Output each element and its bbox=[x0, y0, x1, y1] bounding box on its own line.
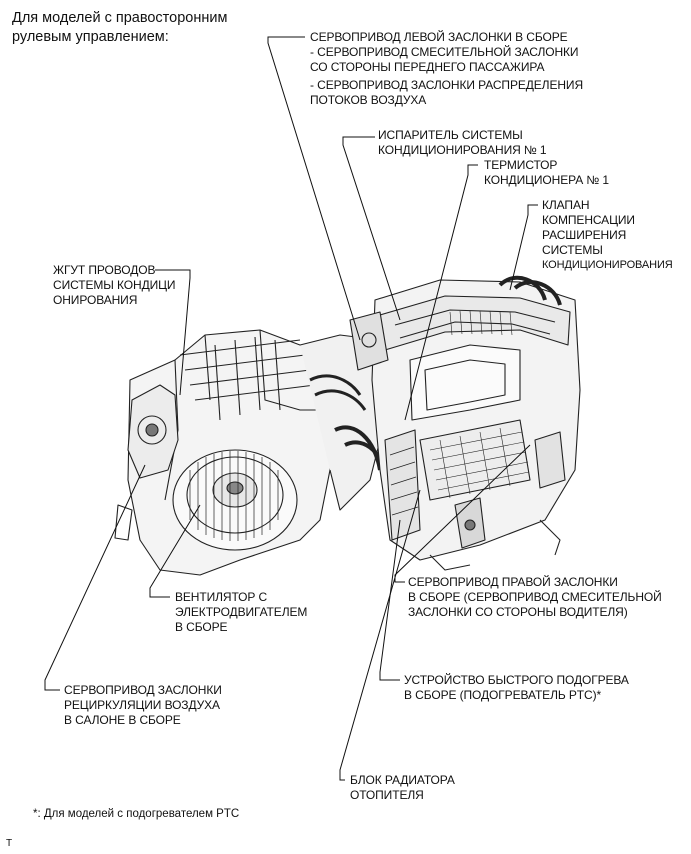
label-thermistor: ТЕРМИСТОР КОНДИЦИОНЕРА № 1 bbox=[484, 158, 609, 188]
label-line: СЕРВОПРИВОД ЗАСЛОНКИ bbox=[64, 683, 222, 697]
label-line: - СЕРВОПРИВОД СМЕСИТЕЛЬНОЙ ЗАСЛОНКИ bbox=[310, 45, 579, 59]
label-line: КОНДИЦИОНЕРА № 1 bbox=[484, 173, 609, 187]
label-line: КОНДИЦИОНИРОВАНИЯ bbox=[542, 259, 673, 271]
label-line: КОМПЕНСАЦИИ bbox=[542, 213, 635, 227]
label-line: СО СТОРОНЫ ПЕРЕДНЕГО ПАССАЖИРА bbox=[310, 60, 545, 74]
label-blower-motor: ВЕНТИЛЯТОР С ЭЛЕКТРОДВИГАТЕЛЕМ В СБОРЕ bbox=[175, 590, 307, 635]
label-line: ВЕНТИЛЯТОР С bbox=[175, 590, 268, 604]
label-line: РАСШИРЕНИЯ bbox=[542, 228, 627, 242]
label-line: ЭЛЕКТРОДВИГАТЕЛЕМ bbox=[175, 605, 308, 619]
label-evaporator: ИСПАРИТЕЛЬ СИСТЕМЫ КОНДИЦИОНИРОВАНИЯ № 1 bbox=[378, 128, 547, 158]
label-line: ОНИРОВАНИЯ bbox=[53, 293, 138, 307]
left-damper-servo-shape bbox=[349, 311, 389, 371]
label-line: СЕРВОПРИВОД ПРАВОЙ ЗАСЛОНКИ bbox=[408, 575, 618, 589]
diagram-header: Для моделей с правосторонним рулевым упр… bbox=[12, 9, 227, 47]
label-right-damper-servo: СЕРВОПРИВОД ПРАВОЙ ЗАСЛОНКИ В СБОРЕ (СЕР… bbox=[408, 575, 662, 620]
header-line-2: рулевым управлением: bbox=[12, 29, 169, 45]
leader-lines bbox=[44, 36, 538, 781]
label-line: ОТОПИТЕЛЯ bbox=[350, 788, 424, 802]
corner-mark: T bbox=[6, 838, 13, 849]
label-recirc-servo: СЕРВОПРИВОД ЗАСЛОНКИ РЕЦИРКУЛЯЦИИ ВОЗДУХ… bbox=[64, 683, 222, 728]
label-line: - СЕРВОПРИВОД ЗАСЛОНКИ РАСПРЕДЕЛЕНИЯ bbox=[310, 78, 584, 92]
footnote: *: Для моделей с подогревателем PTC bbox=[33, 808, 240, 820]
label-line: РЕЦИРКУЛЯЦИИ ВОЗДУХА bbox=[64, 698, 220, 712]
label-line: СИСТЕМЫ КОНДИЦИ bbox=[53, 278, 176, 292]
header-line-1: Для моделей с правосторонним bbox=[12, 10, 228, 26]
label-line: УСТРОЙСТВО БЫСТРОГО ПОДОГРЕВА bbox=[404, 673, 629, 687]
heater-evaporator-case bbox=[371, 275, 581, 571]
label-line: ЗАСЛОНКИ СО СТОРОНЫ ВОДИТЕЛЯ) bbox=[408, 605, 628, 619]
label-line: СЕРВОПРИВОД ЛЕВОЙ ЗАСЛОНКИ В СБОРЕ bbox=[310, 30, 568, 44]
label-line: СИСТЕМЫ bbox=[542, 243, 603, 257]
label-line: БЛОК РАДИАТОРА bbox=[350, 773, 455, 787]
label-heater-core: БЛОК РАДИАТОРА ОТОПИТЕЛЯ bbox=[350, 773, 455, 803]
label-ptc-heater: УСТРОЙСТВО БЫСТРОГО ПОДОГРЕВА В СБОРЕ (П… bbox=[404, 673, 629, 703]
blower-fan bbox=[172, 449, 298, 551]
label-line: ЖГУТ ПРОВОДОВ bbox=[53, 263, 156, 277]
recirc-servo-shape bbox=[114, 384, 179, 541]
label-line: ИСПАРИТЕЛЬ СИСТЕМЫ bbox=[378, 128, 523, 142]
label-line: В СБОРЕ (ПОДОГРЕВАТЕЛЬ PTC)* bbox=[404, 688, 602, 702]
label-line: В СБОРЕ (СЕРВОПРИВОД СМЕСИТЕЛЬНОЙ bbox=[408, 590, 662, 604]
label-line: КЛАПАН bbox=[542, 198, 590, 212]
label-expansion-valve: КЛАПАН КОМПЕНСАЦИИ РАСШИРЕНИЯ СИСТЕМЫ КО… bbox=[542, 198, 673, 273]
label-line: КОНДИЦИОНИРОВАНИЯ № 1 bbox=[378, 143, 547, 157]
label-left-damper-servo: СЕРВОПРИВОД ЛЕВОЙ ЗАСЛОНКИ В СБОРЕ - СЕР… bbox=[310, 30, 583, 108]
label-line: В САЛОНЕ В СБОРЕ bbox=[64, 713, 181, 727]
label-line: ТЕРМИСТОР bbox=[484, 158, 558, 172]
label-line: ПОТОКОВ ВОЗДУХА bbox=[310, 93, 427, 107]
label-wire-harness: ЖГУТ ПРОВОДОВ СИСТЕМЫ КОНДИЦИ ОНИРОВАНИЯ bbox=[53, 263, 176, 308]
label-line: В СБОРЕ bbox=[175, 620, 228, 634]
